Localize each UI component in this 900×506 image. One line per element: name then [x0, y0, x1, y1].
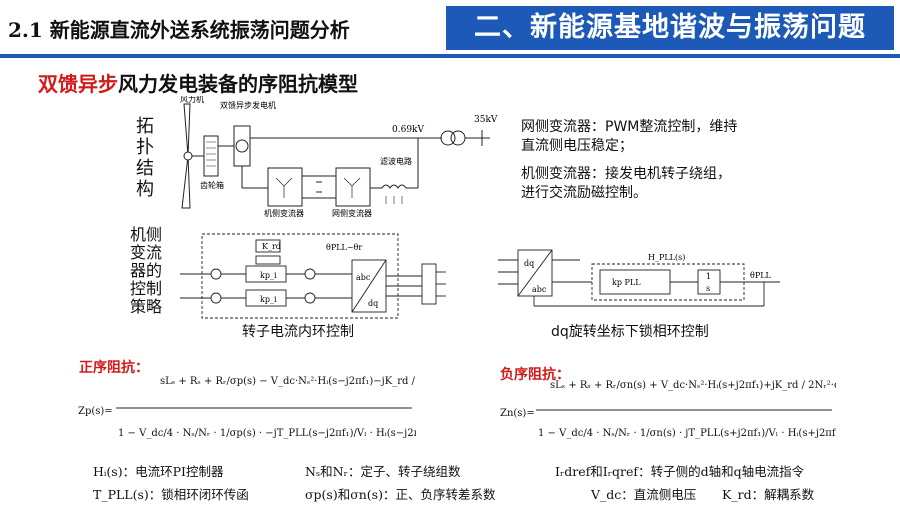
svg-text:θPLL−θr: θPLL−θr [326, 243, 362, 252]
note-rsc-line2: 进行交流励磁控制。 [521, 185, 647, 201]
svg-text:K_rd: K_rd [262, 242, 281, 251]
legend-ns-nr: Nₛ和Nᵣ：定子、转子绕组数 [305, 464, 461, 479]
topology-label: 拓扑结构 [136, 116, 154, 200]
subtitle-rest: 风力发电装备的序阻抗模型 [118, 72, 358, 96]
svg-text:1 − V_dc/4 · Nₛ/Nᵣ · 1/σn(s) ·: 1 − V_dc/4 · Nₛ/Nᵣ · 1/σn(s) · jT_PLL(s+… [538, 428, 836, 439]
svg-text:Zp(s)=: Zp(s)= [78, 406, 113, 417]
section-title: 2.1 新能源直流外送系统振荡问题分析 [8, 18, 350, 42]
label-gsc: 网侧变流器 [332, 208, 372, 218]
note-rsc-line1: 机侧变流器：接发电机转子绕组， [521, 166, 731, 182]
slide-subtitle: 双馈异步风力发电装备的序阻抗模型 [38, 68, 358, 97]
chapter-title-banner: 二、新能源基地谐波与振荡问题 [446, 6, 894, 50]
caption-current-loop: 转子电流内环控制 [242, 324, 354, 340]
svg-text:abc: abc [532, 285, 547, 294]
legend-tpll: T_PLL(s)：锁相环闭环传函 [93, 487, 249, 502]
legend-vdc: V_dc：直流侧电压 [591, 487, 697, 502]
svg-text:s: s [706, 284, 710, 293]
label-voltage-high: 35kV [474, 115, 498, 125]
svg-text:kp_i: kp_i [260, 295, 277, 304]
note-gsc-line1: 网侧变流器：PWM整流控制，维持 [521, 119, 738, 135]
svg-text:1 − V_dc/4 · Nₛ/Nᵣ · 1/σp(s) ·: 1 − V_dc/4 · Nₛ/Nᵣ · 1/σp(s) · −jT_PLL(s… [118, 428, 416, 439]
legend-hi: Hᵢ(s)：电流环PI控制器 [93, 464, 224, 479]
svg-text:sLₛ + Rₛ + Rᵣ/σp(s) − V_dc·Nₛ²: sLₛ + Rₛ + Rᵣ/σp(s) − V_dc·Nₛ²·Hᵢ(s−j2πf… [160, 376, 416, 387]
negative-sequence-label: 负序阻抗： [500, 367, 570, 383]
svg-text:1: 1 [706, 272, 711, 281]
caption-pll: dq旋转坐标下锁相环控制 [551, 324, 709, 340]
negative-impedance-formula: sLₛ + Rₛ + Rᵣ/σn(s) + V_dc·Nₛ²·Hᵢ(s+j2πf… [500, 380, 836, 439]
label-rsc: 机侧变流器 [264, 208, 304, 218]
svg-text:dq: dq [524, 259, 534, 268]
svg-text:H_PLL(s): H_PLL(s) [648, 253, 685, 262]
positive-sequence-label: 正序阻抗： [79, 360, 149, 376]
label-filter: 滤波电路 [380, 156, 412, 166]
svg-text:θPLL: θPLL [750, 271, 772, 280]
label-gearbox: 齿轮箱 [200, 180, 224, 190]
svg-text:abc: abc [356, 273, 371, 282]
svg-text:Zn(s)=: Zn(s)= [500, 408, 535, 419]
svg-text:sLₛ + Rₛ + Rᵣ/σn(s) + V_dc·Nₛ²: sLₛ + Rₛ + Rᵣ/σn(s) + V_dc·Nₛ²·Hᵢ(s+j2πf… [550, 380, 836, 391]
svg-text:kp PLL: kp PLL [612, 278, 641, 287]
header-bar: 2.1 新能源直流外送系统振荡问题分析 二、新能源基地谐波与振荡问题 [0, 0, 900, 58]
topology-diagram: 风力机 双馈异步发电机 齿轮箱 0.69kV 35kV 滤波电路 机侧变流器 网… [180, 96, 498, 218]
legend-irdref: Iᵣdref和Iᵣqref：转子侧的d轴和q轴电流指令 [555, 464, 805, 479]
subtitle-highlight: 双馈异步 [38, 72, 118, 96]
current-loop-diagram: kp_i kp_i K_rd abc dq θPLL−θr [180, 233, 446, 319]
legend-sigma: σp(s)和σn(s)：正、负序转差系数 [305, 487, 496, 502]
legend-krd: K_rd：解耦系数 [722, 487, 815, 502]
pll-diagram: dq abc kp PLL 1 s H_PLL(s) θPLL [498, 249, 780, 307]
svg-text:kp_i: kp_i [260, 271, 277, 280]
header-divider [0, 54, 900, 58]
control-strategy-label: 机侧变流器的控制策略 [129, 225, 162, 316]
label-voltage-low: 0.69kV [392, 125, 424, 135]
label-wind-turbine: 风力机 [180, 96, 204, 104]
svg-text:dq: dq [368, 299, 378, 308]
positive-impedance-formula: sLₛ + Rₛ + Rᵣ/σp(s) − V_dc·Nₛ²·Hᵢ(s−j2πf… [78, 376, 416, 439]
note-gsc-line2: 直流侧电压稳定； [521, 138, 633, 154]
label-dfig: 双馈异步发电机 [220, 100, 276, 110]
